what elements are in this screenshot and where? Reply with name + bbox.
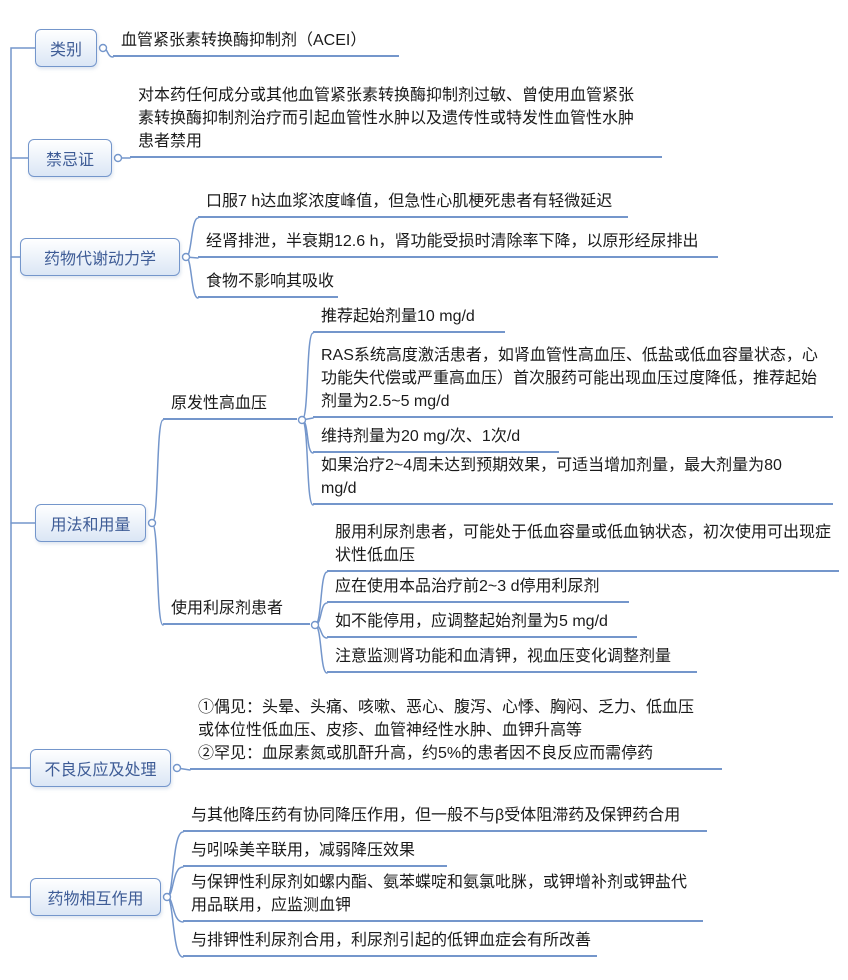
collapse-toggle[interactable] [310,620,320,630]
leaf-pk-food-effect[interactable]: 食物不影响其吸收 [198,270,338,298]
leaf-starting-dose[interactable]: 推荐起始剂量10 mg/d [313,305,505,333]
leaf-line: mg/d [321,480,357,497]
leaf-max-dose[interactable]: 如果治疗2~4周未达到预期效果，可适当增加剂量，最大剂量为80 mg/d [313,454,833,505]
leaf-line: 与其他降压药有协同降压作用，但一般不与β受体阻滞药及保钾药合用 [191,807,681,824]
leaf-line: 推荐起始剂量10 mg/d [321,308,475,325]
subtopic-label: 原发性高血压 [171,395,268,412]
connector-path [151,522,164,626]
leaf-interaction-antihypertensives[interactable]: 与其他降压药有协同降压作用，但一般不与β受体阻滞药及保钾药合用 [183,804,707,832]
leaf-interaction-potassium-sparing[interactable]: 与保钾性利尿剂如螺内酯、氨苯蝶啶和氨氯吡脒，或钾增补剂或钾盐代 用品联用，应监测… [183,871,703,922]
topic-contraindications[interactable]: 禁忌证 [28,139,112,177]
subtopic-diuretic-patients[interactable]: 使用利尿剂患者 [163,597,310,625]
connector-path [151,419,164,524]
leaf-line: 对本药任何成分或其他血管紧张素转换酶抑制剂过敏、曾使用血管紧张 [138,87,635,104]
leaf-line: 剂量为2.5~5 mg/d [321,393,450,410]
leaf-maintenance-dose[interactable]: 维持剂量为20 mg/次、1次/d [313,425,559,453]
subtopic-primary-hypertension[interactable]: 原发性高血压 [163,392,297,420]
leaf-line: ②罕见：血尿素氮或肌酐升高，约5%的患者因不良反应而需停药 [198,745,654,762]
leaf-monitor-renal-potassium[interactable]: 注意监测肾功能和血清钾，视血压变化调整剂量 [327,645,697,673]
leaf-acei[interactable]: 血管紧张素转换酶抑制剂（ACEI） [113,29,399,57]
leaf-stop-diuretic-before[interactable]: 应在使用本品治疗前2~3 d停用利尿剂 [327,575,629,603]
leaf-line: 如果治疗2~4周未达到预期效果，可适当增加剂量，最大剂量为80 [321,457,782,474]
leaf-line: 口服7 h达血浆浓度峰值，但急性心肌梗死患者有轻微延迟 [206,193,613,210]
leaf-line: 服用利尿剂患者，可能处于低血容量或低血钠状态，初次使用可出现症 [335,524,832,541]
connector-path [185,217,199,258]
leaf-line: RAS系统高度激活患者，如肾血管性高血压、低盐或低血容量状态，心 [321,347,818,364]
leaf-contraindication[interactable]: 对本药任何成分或其他血管紧张素转换酶抑制剂过敏、曾使用血管紧张 素转换酶抑制剂治… [130,84,662,158]
leaf-line: 素转换酶抑制剂治疗而引起血管性水肿以及遗传性或特发性血管性水肿 [138,110,635,127]
connector-path [166,831,184,898]
subtopic-label: 使用利尿剂患者 [171,600,284,617]
connector-path [185,256,199,299]
leaf-adjusted-starting-dose[interactable]: 如不能停用，应调整起始剂量为5 mg/d [327,610,637,638]
collapse-toggle[interactable] [113,153,123,163]
topic-dosage[interactable]: 用法和用量 [35,504,146,542]
topic-adverse-reactions[interactable]: 不良反应及处理 [30,749,171,787]
leaf-line: 患者禁用 [138,133,203,150]
leaf-line: ①偶见：头晕、头痛、咳嗽、恶心、腹泻、心悸、胸闷、乏力、低血压 [198,699,695,716]
leaf-line: 经肾排泄，半衰期12.6 h，肾功能受损时清除率下降，以原形经尿排出 [206,233,699,250]
leaf-interaction-indomethacin[interactable]: 与吲哚美辛联用，减弱降压效果 [183,839,447,867]
leaf-pk-absorption-peak[interactable]: 口服7 h达血浆浓度峰值，但急性心肌梗死患者有轻微延迟 [198,190,628,218]
leaf-line: 状性低血压 [335,547,416,564]
topic-label: 用法和用量 [50,517,131,534]
topic-pharmacokinetics[interactable]: 药物代谢动力学 [20,238,180,276]
collapse-toggle[interactable] [147,518,157,528]
leaf-line: 应在使用本品治疗前2~3 d停用利尿剂 [335,578,600,595]
topic-drug-interactions[interactable]: 药物相互作用 [30,878,161,916]
topic-label: 类别 [49,42,82,59]
leaf-line: 功能失代偿或严重高血压）首次服药可能出现血压过度降低，推荐起始 [321,370,818,387]
leaf-adverse-reaction-detail[interactable]: ①偶见：头晕、头痛、咳嗽、恶心、腹泻、心悸、胸闷、乏力、低血压 或体位性低血压、… [190,696,722,770]
topic-label: 药物相互作用 [47,891,144,908]
collapse-toggle[interactable] [297,415,307,425]
leaf-line: 或体位性低血压、皮疹、血管神经性水肿、血钾升高等 [198,722,583,739]
leaf-line: 与排钾性利尿剂合用，利尿剂引起的低钾血症会有所改善 [191,932,592,949]
leaf-line: 维持剂量为20 mg/次、1次/d [321,428,521,445]
connector-path [166,896,184,958]
leaf-pk-excretion[interactable]: 经肾排泄，半衰期12.6 h，肾功能受损时清除率下降，以原形经尿排出 [198,230,718,258]
topic-label: 不良反应及处理 [44,762,157,779]
leaf-line: 食物不影响其吸收 [206,273,335,290]
leaf-line: 与保钾性利尿剂如螺内酯、氨苯蝶啶和氨氯吡脒，或钾增补剂或钾盐代 [191,874,688,891]
leaf-interaction-potassium-wasting[interactable]: 与排钾性利尿剂合用，利尿剂引起的低钾血症会有所改善 [183,929,597,957]
leaf-line: 如不能停用，应调整起始剂量为5 mg/d [335,613,608,630]
topic-category[interactable]: 类别 [35,29,97,67]
connector-path [301,332,314,421]
leaf-ras-activated-patients[interactable]: RAS系统高度激活患者，如肾血管性高血压、低盐或低血容量状态，心 功能失代偿或严… [313,344,833,418]
leaf-diuretic-hypotension-risk[interactable]: 服用利尿剂患者，可能处于低血容量或低血钠状态，初次使用可出现症 状性低血压 [327,521,839,572]
leaf-line: 血管紧张素转换酶抑制剂（ACEI） [121,32,367,49]
leaf-line: 注意监测肾功能和血清钾，视血压变化调整剂量 [335,648,672,665]
spine-line [10,47,36,898]
collapse-toggle[interactable] [162,892,172,902]
collapse-toggle[interactable] [172,763,182,773]
collapse-toggle[interactable] [98,43,108,53]
leaf-line: 用品联用，应监测血钾 [191,897,352,914]
topic-label: 药物代谢动力学 [43,251,156,268]
topic-label: 禁忌证 [45,152,94,169]
collapse-toggle[interactable] [181,252,191,262]
leaf-line: 与吲哚美辛联用，减弱降压效果 [191,842,416,859]
